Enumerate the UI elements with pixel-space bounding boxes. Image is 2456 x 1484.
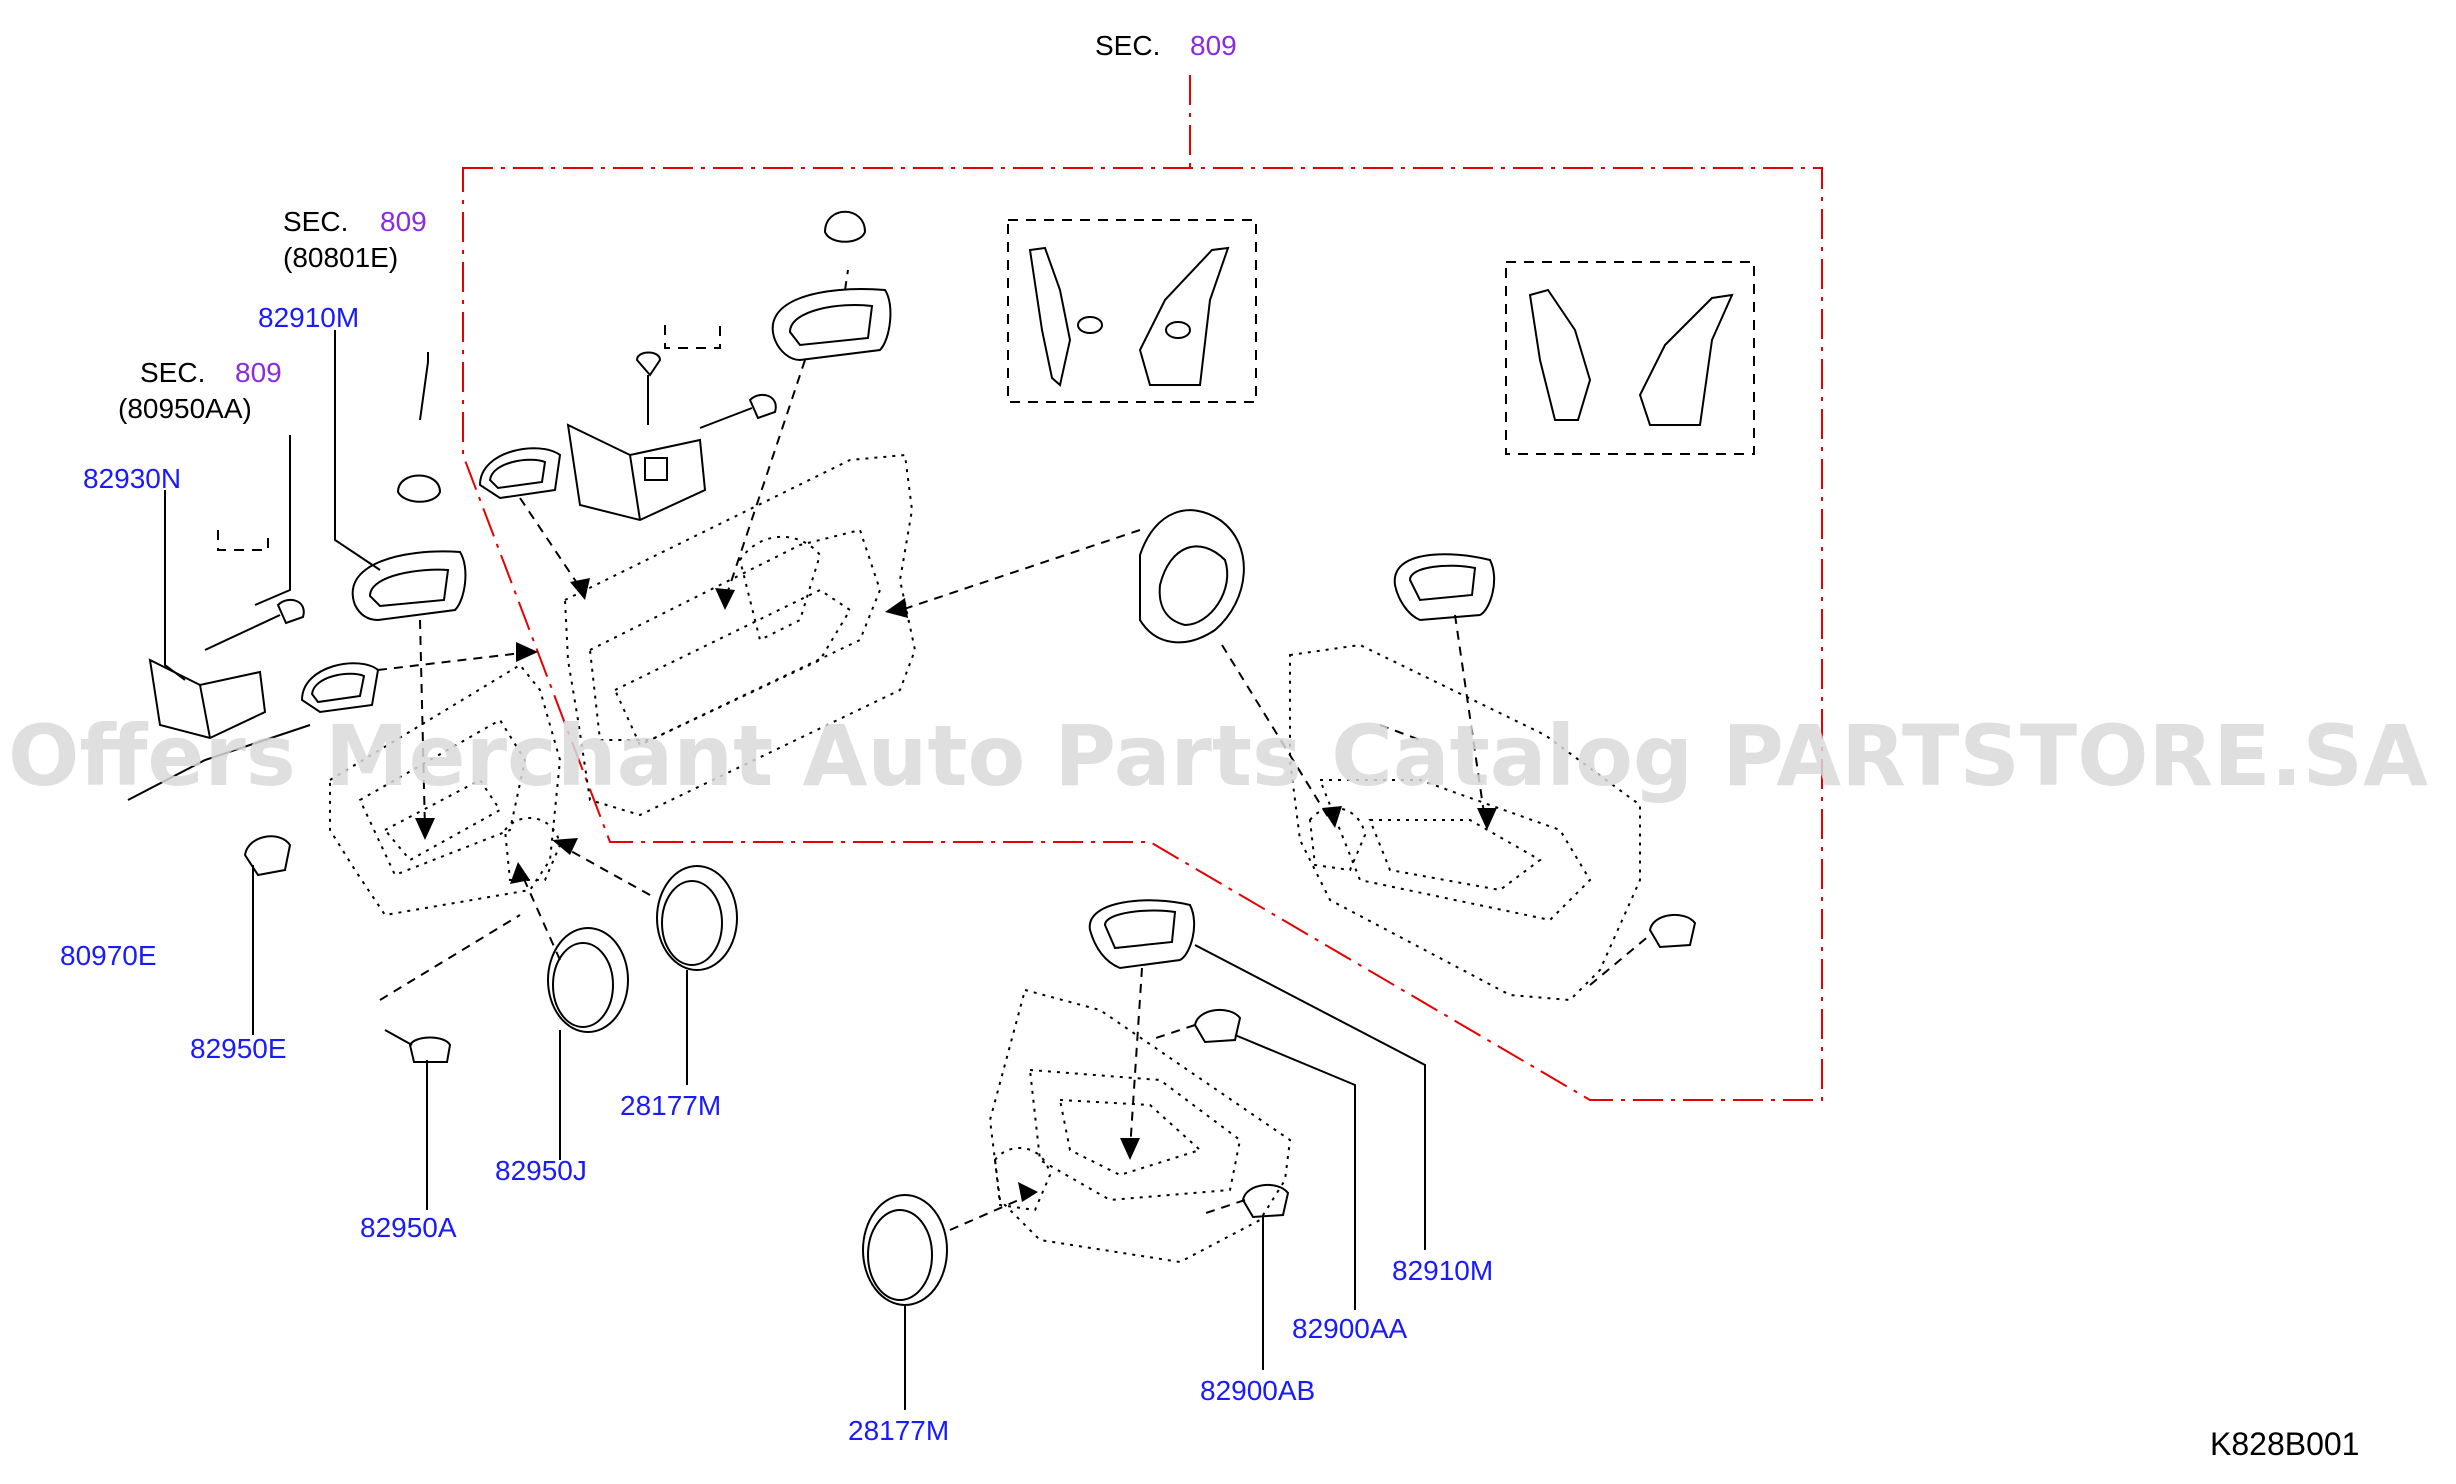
diagram-code: K828B001 bbox=[2210, 1426, 2359, 1462]
mirror-bracket-left bbox=[148, 530, 305, 740]
part-labels: 82910M 82930N 80970E 82950E 82950A 82950… bbox=[60, 302, 1493, 1446]
switch-bezel-82910M-left bbox=[351, 474, 467, 622]
right-door-panel bbox=[1289, 643, 1641, 1002]
section-ref-upper-number[interactable]: 809 bbox=[380, 206, 427, 237]
inset-box-right bbox=[1505, 261, 1755, 455]
part-label-82930N[interactable]: 82930N bbox=[83, 463, 181, 494]
lower-door-panel bbox=[988, 988, 1292, 1264]
section-ref-left-prefix: SEC. bbox=[140, 357, 205, 388]
mirror-bracket-upper bbox=[566, 325, 777, 522]
section-ref-top: SEC. 809 bbox=[1095, 30, 1237, 61]
section-ref-top-prefix: SEC. bbox=[1095, 30, 1160, 61]
watermark: Offers Merchant Auto Parts Catalog PARTS… bbox=[8, 707, 2428, 805]
clip-82900AA bbox=[1193, 1008, 1242, 1044]
part-label-28177M-lower[interactable]: 28177M bbox=[848, 1415, 949, 1446]
part-label-28177M-left[interactable]: 28177M bbox=[620, 1090, 721, 1121]
tweeter-grille-upper bbox=[1139, 509, 1245, 644]
switch-bezel-82910M-upper bbox=[771, 210, 892, 362]
inset-box-left bbox=[1007, 219, 1257, 403]
speaker-grille-28177M-left bbox=[656, 865, 738, 971]
upper-door-panel bbox=[563, 453, 917, 817]
part-label-82900AB[interactable]: 82900AB bbox=[1200, 1375, 1315, 1406]
clip-82900AB bbox=[1241, 1183, 1290, 1219]
clip-right bbox=[1648, 913, 1697, 949]
part-label-82900AA[interactable]: 82900AA bbox=[1292, 1313, 1408, 1344]
part-label-82950A[interactable]: 82950A bbox=[360, 1212, 457, 1243]
section-ref-left-number[interactable]: 809 bbox=[235, 357, 282, 388]
small-bezel-upper bbox=[478, 447, 562, 500]
leader-lines bbox=[127, 330, 1426, 1410]
section-ref-upper: SEC. 809 (80801E) bbox=[283, 206, 427, 273]
speaker-grille-28177M-lower bbox=[862, 1194, 948, 1306]
part-label-82910M-upper[interactable]: 82910M bbox=[258, 302, 359, 333]
section-ref-left: SEC. 809 (80950AA) bbox=[118, 357, 282, 424]
arrowheads bbox=[415, 578, 1497, 1202]
section-ref-upper-prefix: SEC. bbox=[283, 206, 348, 237]
part-label-82950E[interactable]: 82950E bbox=[190, 1033, 287, 1064]
section-ref-upper-sub: (80801E) bbox=[283, 242, 398, 273]
speaker-grille-82950J bbox=[547, 927, 629, 1033]
part-label-82950J[interactable]: 82950J bbox=[495, 1155, 587, 1186]
assembly-lines bbox=[377, 269, 1651, 1231]
part-label-80970E[interactable]: 80970E bbox=[60, 940, 157, 971]
part-label-82910M-lower[interactable]: 82910M bbox=[1392, 1255, 1493, 1286]
screw-82950A bbox=[384, 1029, 452, 1063]
small-bezel-left bbox=[300, 662, 380, 714]
section-frame bbox=[462, 75, 1823, 1101]
left-door-panel bbox=[329, 663, 562, 917]
clip-82950E bbox=[243, 835, 292, 877]
bezel-lower bbox=[1088, 899, 1196, 970]
section-ref-top-number[interactable]: 809 bbox=[1190, 30, 1237, 61]
section-ref-left-sub: (80950AA) bbox=[118, 393, 252, 424]
bezel-right bbox=[1393, 553, 1496, 622]
